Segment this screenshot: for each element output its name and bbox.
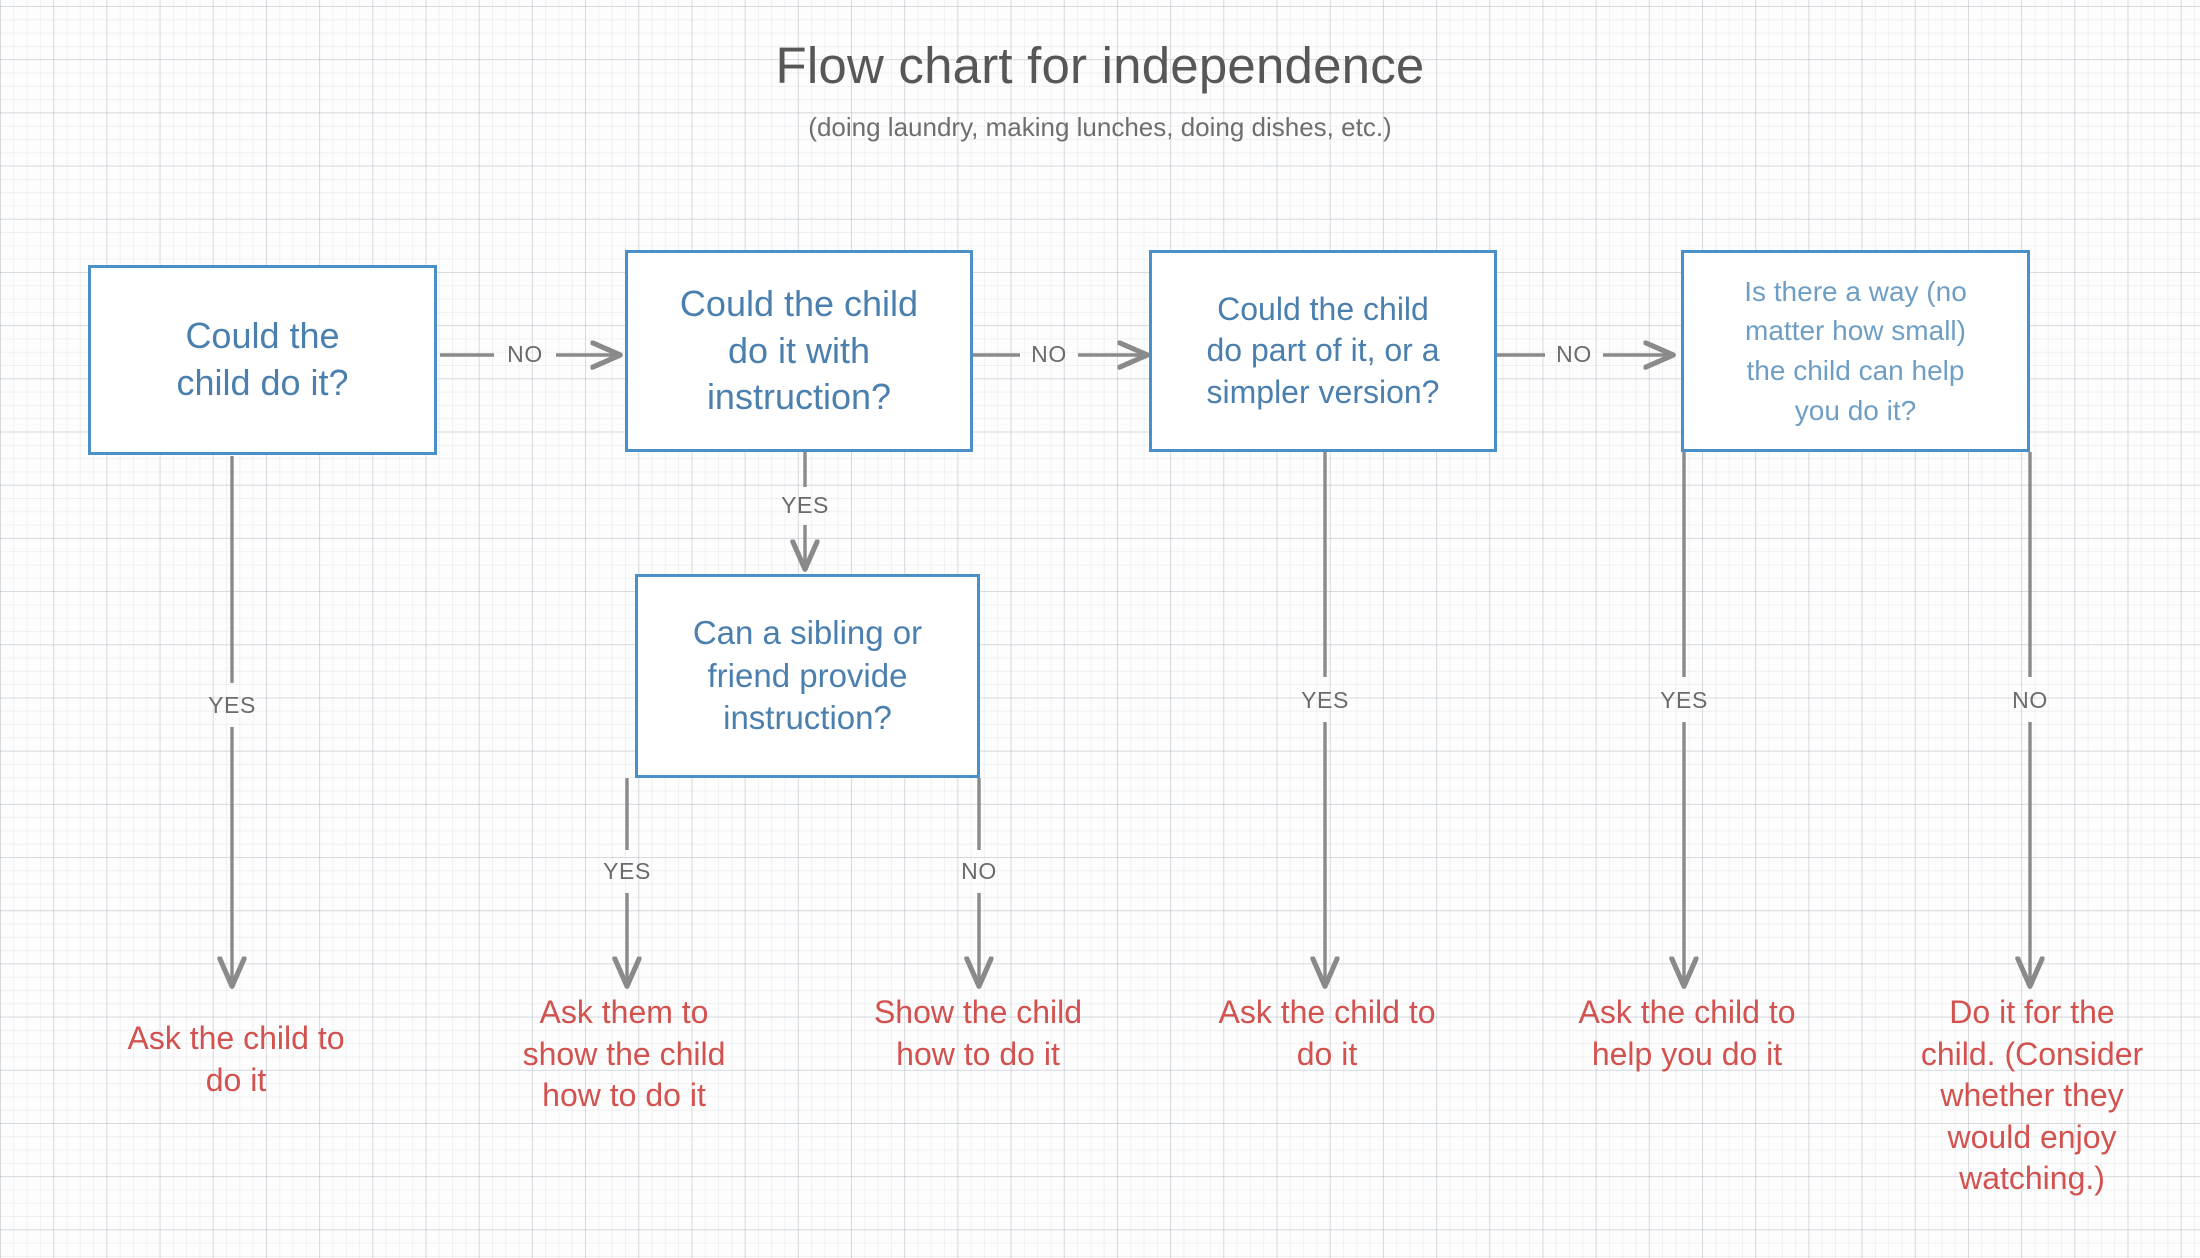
edge-label-q1-yes: YES	[208, 692, 256, 718]
edge-label-q4-yes: YES	[1660, 687, 1708, 713]
edge-label-q3-yes: YES	[1301, 687, 1349, 713]
edge-label-q5-no: NO	[961, 858, 997, 884]
page-subtitle: (doing laundry, making lunches, doing di…	[808, 112, 1392, 142]
edge-label-q2-yes: YES	[781, 492, 829, 518]
edge-label-q2-no: NO	[1031, 341, 1067, 367]
edge-label-q4-no: NO	[2012, 687, 2048, 713]
edge-label-q1-no: NO	[507, 341, 543, 367]
page-title: Flow chart for independence	[775, 37, 1425, 94]
edge-label-q5-yes: YES	[603, 858, 651, 884]
edge-label-q3-no: NO	[1556, 341, 1592, 367]
